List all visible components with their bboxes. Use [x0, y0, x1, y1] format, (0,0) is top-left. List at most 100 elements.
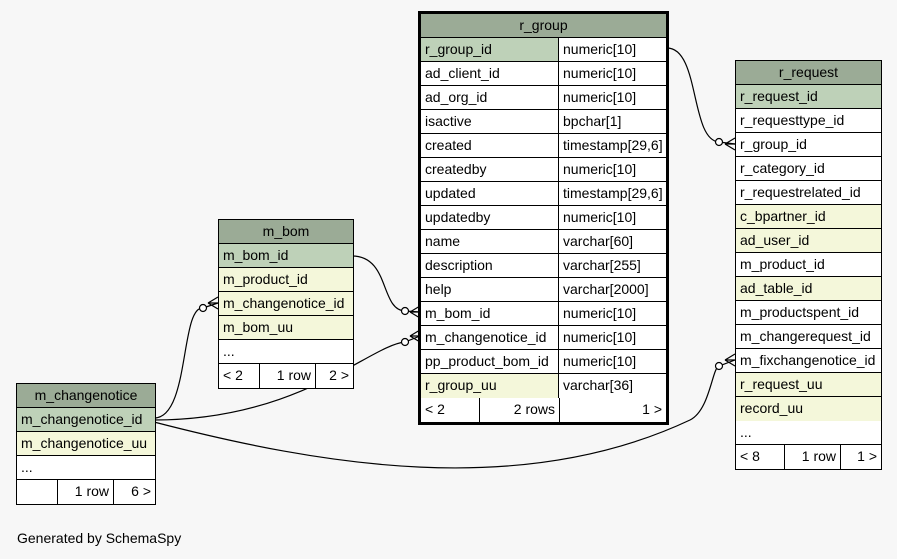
ellipsis: ... [223, 343, 235, 359]
column-row[interactable]: r_group_id [736, 133, 881, 157]
column-type: timestamp[29,6] [558, 182, 666, 205]
column-name: ad_org_id [425, 89, 488, 105]
column-row[interactable]: r_request_id [736, 85, 881, 109]
table-m-changenotice[interactable]: m_changenotice m_changenotice_id m_chang… [16, 383, 156, 505]
column-row[interactable]: ad_client_id numeric[10] [421, 62, 666, 86]
column-row[interactable]: created timestamp[29,6] [421, 134, 666, 158]
edge-end-circle [400, 306, 410, 316]
column-type: numeric[10] [558, 302, 666, 325]
column-row[interactable]: c_bpartner_id [736, 205, 881, 229]
edge-end-circle [400, 337, 410, 347]
column-name: ad_user_id [740, 232, 810, 248]
parent-count-link[interactable]: < 2 [223, 367, 243, 383]
table-header[interactable]: r_request [736, 61, 881, 85]
column-type: varchar[36] [558, 374, 666, 398]
column-row[interactable]: ad_table_id [736, 277, 881, 301]
column-row[interactable]: m_changenotice_id [219, 292, 353, 316]
column-name: ad_client_id [425, 65, 500, 81]
child-count-link[interactable]: 1 > [559, 398, 666, 422]
column-row[interactable]: r_category_id [736, 157, 881, 181]
table-m-bom[interactable]: m_bom m_bom_id m_product_id m_changenoti… [218, 219, 354, 389]
column-name: r_category_id [740, 160, 825, 176]
column-name: r_request_id [740, 88, 818, 104]
column-type: numeric[10] [558, 62, 666, 85]
generated-by-label: Generated by SchemaSpy [17, 530, 182, 546]
column-row[interactable]: m_bom_uu [219, 316, 353, 340]
column-name: r_request_uu [740, 376, 823, 392]
column-type: numeric[10] [558, 158, 666, 181]
table-header[interactable]: r_group [421, 14, 666, 38]
edge-crowfoot [724, 353, 736, 367]
parent-count-link[interactable]: < 2 [425, 401, 445, 417]
column-row[interactable]: r_request_uu [736, 373, 881, 397]
column-name: r_group_uu [421, 374, 558, 398]
table-header[interactable]: m_changenotice [17, 384, 155, 408]
column-row[interactable]: pp_product_bom_id numeric[10] [421, 350, 666, 374]
row-count: 1 row [57, 480, 113, 504]
column-type: numeric[10] [558, 350, 666, 373]
column-row[interactable]: m_product_id [736, 253, 881, 277]
column-name: pp_product_bom_id [425, 353, 549, 369]
column-row[interactable]: m_bom_id [219, 244, 353, 268]
column-type: varchar[255] [558, 254, 666, 277]
child-count-link[interactable]: 1 > [840, 445, 881, 469]
column-row[interactable]: m_fixchangenotice_id [736, 349, 881, 373]
column-type: varchar[60] [558, 230, 666, 253]
column-type: numeric[10] [558, 206, 666, 229]
column-name: record_uu [740, 400, 804, 416]
column-type: varchar[2000] [558, 278, 666, 301]
column-name: ad_table_id [740, 280, 813, 296]
column-name: m_changenotice_uu [21, 435, 148, 451]
child-count-link[interactable]: 6 > [113, 480, 155, 504]
table-title: r_request [778, 64, 839, 80]
column-row[interactable]: m_product_id [219, 268, 353, 292]
column-row[interactable]: r_requestrelated_id [736, 181, 881, 205]
column-type: numeric[10] [558, 38, 666, 61]
column-name: m_changerequest_id [740, 328, 871, 344]
column-row[interactable]: description varchar[255] [421, 254, 666, 278]
column-type: numeric[10] [558, 326, 666, 349]
column-name: m_bom_id [223, 247, 289, 263]
column-row[interactable]: ad_user_id [736, 229, 881, 253]
parent-count-link[interactable] [17, 480, 57, 504]
column-row[interactable]: m_changerequest_id [736, 325, 881, 349]
column-name: created [425, 137, 472, 153]
edge-r-request-fixchangenotice [153, 359, 736, 469]
column-name: m_fixchangenotice_id [740, 352, 876, 368]
edge-crowfoot [207, 296, 219, 310]
column-name: m_bom_uu [223, 319, 294, 335]
edge-r-group-bom [351, 255, 421, 313]
table-title: m_changenotice [34, 387, 138, 403]
column-type: bpchar[1] [558, 110, 666, 133]
column-row[interactable]: record_uu [736, 397, 881, 421]
ellipsis: ... [21, 459, 33, 475]
column-row[interactable]: isactive bpchar[1] [421, 110, 666, 134]
column-row[interactable]: m_changenotice_id [17, 408, 155, 432]
edge-r-request-group [666, 47, 736, 145]
column-name: description [425, 257, 493, 273]
column-name: isactive [425, 113, 472, 129]
table-header[interactable]: m_bom [219, 220, 353, 244]
column-row[interactable]: r_requesttype_id [736, 109, 881, 133]
parent-count-link[interactable]: < 8 [740, 448, 760, 464]
column-row[interactable]: m_changenotice_uu [17, 432, 155, 456]
column-row[interactable]: m_productspent_id [736, 301, 881, 325]
child-count-link[interactable]: 2 > [315, 364, 353, 388]
column-type: timestamp[29,6] [558, 134, 666, 157]
edge-crowfoot [724, 137, 736, 151]
column-ellipsis-row: ... [17, 456, 155, 480]
column-name: m_changenotice_id [21, 411, 143, 427]
column-ellipsis-row: ... [219, 340, 353, 364]
